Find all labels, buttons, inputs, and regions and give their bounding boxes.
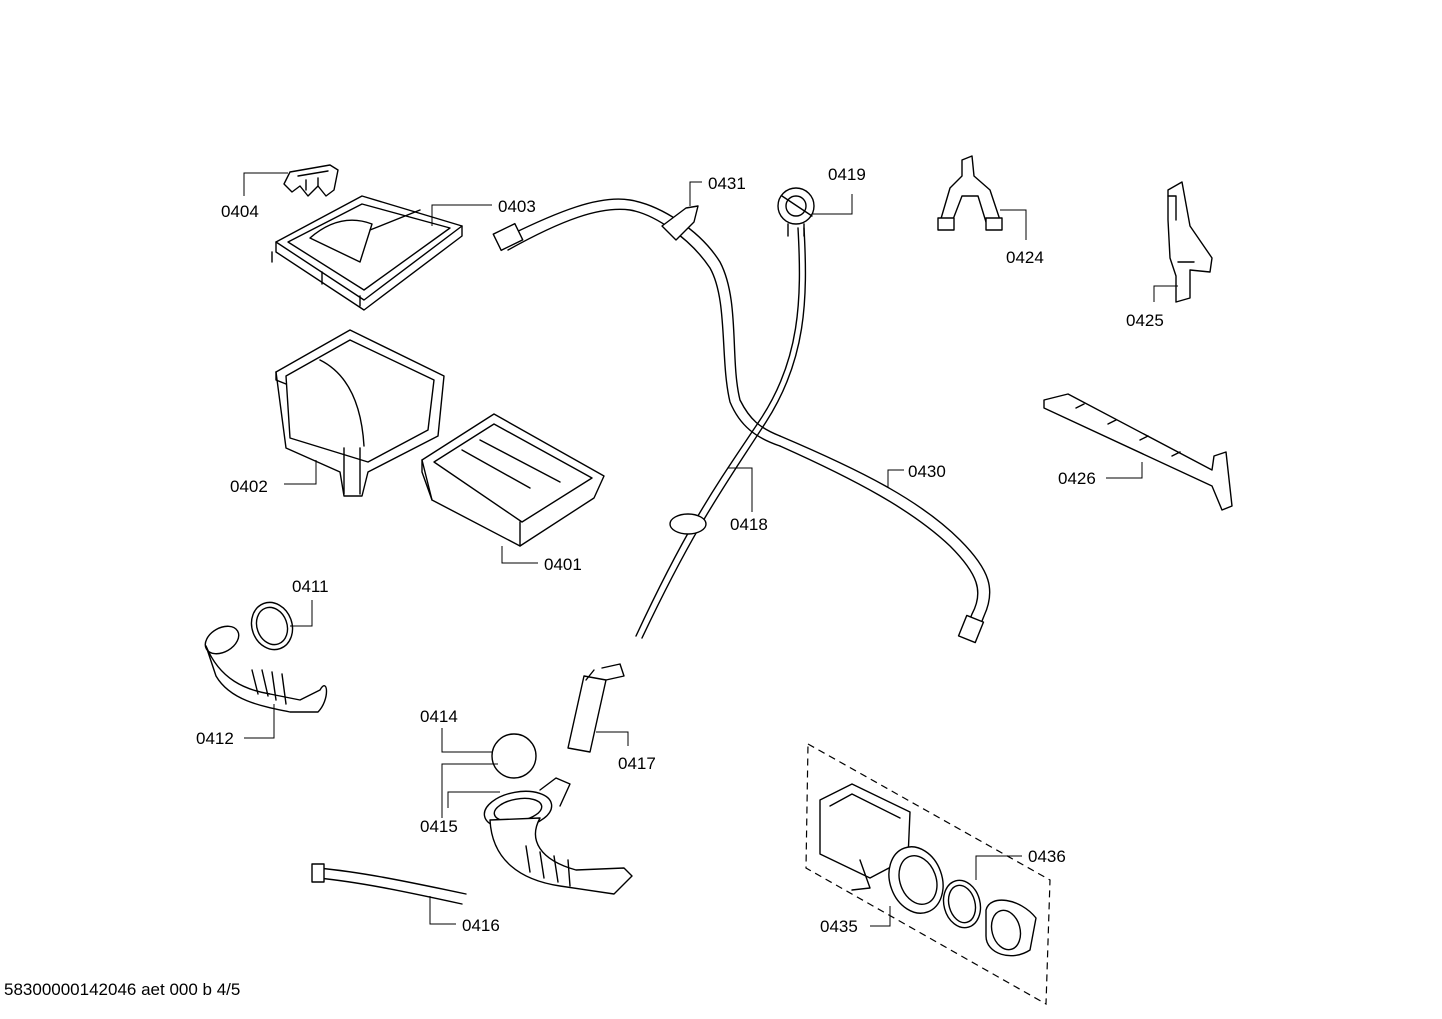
part-0430-drawing (779, 435, 991, 644)
part-0436-drawing (942, 879, 1037, 957)
part-0403-drawing (271, 195, 463, 311)
label-0417: 0417 (618, 754, 656, 773)
leader-0417 (596, 731, 629, 746)
part-0401-drawing (421, 413, 605, 547)
part-0402-drawing (275, 329, 445, 497)
leader-0403 (431, 204, 492, 226)
leader-0411 (290, 600, 313, 627)
leader-0430 (887, 469, 904, 488)
leader-0416 (429, 896, 456, 925)
part-0416-drawing (311, 863, 467, 905)
label-0436: 0436 (1028, 847, 1066, 866)
label-0425: 0425 (1126, 311, 1164, 330)
label-0415: 0415 (420, 817, 458, 836)
leader-0425 (1153, 285, 1178, 302)
part-0418-drawing (635, 227, 807, 639)
label-0424: 0424 (1006, 248, 1044, 267)
leader-0404 (243, 172, 288, 196)
label-0403: 0403 (498, 197, 536, 216)
leader-0402 (284, 460, 317, 485)
label-0411: 0411 (292, 577, 329, 596)
label-0404: 0404 (221, 202, 259, 221)
part-0431-drawing (492, 198, 781, 447)
part-0419-drawing (777, 187, 815, 237)
label-0416: 0416 (462, 916, 500, 935)
label-0414: 0414 (420, 707, 458, 726)
part-0412-drawing (204, 625, 328, 713)
label-0426: 0426 (1058, 469, 1096, 488)
part-0415-drawing (483, 777, 633, 895)
label-0418: 0418 (730, 515, 768, 534)
label-0435: 0435 (820, 917, 858, 936)
leader-0424 (1000, 209, 1027, 240)
leader-0419 (812, 194, 853, 215)
label-0402: 0402 (230, 477, 268, 496)
leader-0435 (870, 906, 891, 927)
part-0425-drawing (1167, 181, 1213, 303)
leader-0412 (244, 704, 275, 739)
leader-0436 (975, 855, 1022, 880)
label-0412: 0412 (196, 729, 234, 748)
part-0404-drawing (283, 164, 339, 197)
label-0430: 0430 (908, 462, 946, 481)
leader-0401 (501, 546, 538, 564)
leader-0418 (728, 467, 753, 512)
leader-0414 (441, 728, 492, 753)
leader-0415b (447, 791, 500, 808)
part-0435-drawing (819, 783, 944, 914)
leader-0415 (441, 763, 498, 818)
label-0431: 0431 (708, 174, 746, 193)
part-0424-drawing (937, 155, 1003, 231)
part-0426-drawing (1043, 393, 1233, 511)
label-0419: 0419 (828, 165, 866, 184)
leader-0431 (689, 181, 702, 206)
part-0414-drawing (491, 733, 537, 779)
label-0401: 0401 (544, 555, 582, 574)
leader-0426 (1106, 462, 1143, 479)
part-0411-drawing (250, 601, 294, 651)
pump-assembly-outline (805, 742, 1051, 1006)
part-0417-drawing (567, 663, 625, 753)
document-id: 58300000142046 aet 000 b 4/5 (4, 980, 241, 999)
